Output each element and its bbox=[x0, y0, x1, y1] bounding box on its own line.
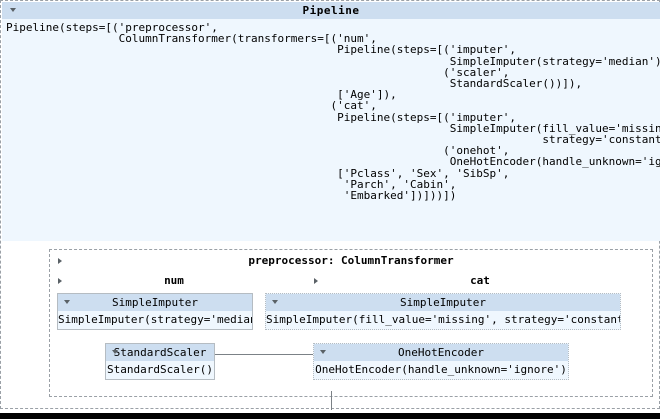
estimator-name: StandardScaler bbox=[113, 346, 207, 359]
pipeline-title: Pipeline bbox=[302, 4, 360, 17]
pipeline-repr-text: Pipeline(steps=[('preprocessor', ColumnT… bbox=[2, 19, 660, 241]
estimator-repr: OneHotEncoder(handle_unknown='ignore') bbox=[314, 361, 568, 378]
pipeline-header[interactable]: Pipeline bbox=[2, 2, 660, 19]
caret-down-icon[interactable] bbox=[272, 300, 278, 304]
caret-down-icon[interactable] bbox=[320, 350, 326, 354]
estimator-card-header[interactable]: SimpleImputer bbox=[58, 294, 252, 311]
estimator-card-num-scaler[interactable]: StandardScaler StandardScaler() bbox=[105, 343, 215, 380]
estimator-repr: StandardScaler() bbox=[106, 361, 214, 378]
estimator-card-cat-onehot[interactable]: OneHotEncoder OneHotEncoder(handle_unkno… bbox=[313, 343, 569, 380]
caret-down-icon[interactable] bbox=[10, 8, 16, 12]
estimator-repr: SimpleImputer(fill_value='missing', stra… bbox=[266, 311, 620, 328]
connector-trunk bbox=[331, 391, 332, 410]
estimator-card-header[interactable]: StandardScaler bbox=[106, 344, 214, 361]
column-transformer-header[interactable]: preprocessor: ColumnTransformer bbox=[50, 254, 652, 267]
column-group-num[interactable]: num bbox=[52, 274, 296, 287]
caret-right-icon[interactable] bbox=[58, 278, 62, 284]
caret-down-icon[interactable] bbox=[112, 350, 118, 354]
estimator-card-header[interactable]: OneHotEncoder bbox=[314, 344, 568, 361]
caret-right-icon[interactable] bbox=[314, 278, 318, 284]
pipeline-outer-container: Pipeline Pipeline(steps=[('preprocessor'… bbox=[0, 0, 660, 410]
bottom-strip bbox=[0, 413, 660, 419]
estimator-card-num-imputer[interactable]: SimpleImputer SimpleImputer(strategy='me… bbox=[57, 293, 253, 330]
column-group-num-label: num bbox=[164, 274, 184, 287]
column-group-cat-label: cat bbox=[470, 274, 490, 287]
estimator-name: SimpleImputer bbox=[399, 296, 487, 309]
estimator-card-header[interactable]: SimpleImputer bbox=[266, 294, 620, 311]
estimator-name: OneHotEncoder bbox=[397, 346, 485, 359]
connector-branch-join bbox=[154, 354, 441, 355]
column-group-cat[interactable]: cat bbox=[308, 274, 652, 287]
estimator-repr: SimpleImputer(strategy='median') bbox=[58, 311, 252, 328]
caret-down-icon[interactable] bbox=[64, 300, 70, 304]
column-transformer-label: preprocessor: ColumnTransformer bbox=[248, 254, 454, 267]
caret-right-icon[interactable] bbox=[58, 258, 62, 264]
estimator-name: SimpleImputer bbox=[111, 296, 199, 309]
estimator-card-cat-imputer[interactable]: SimpleImputer SimpleImputer(fill_value='… bbox=[265, 293, 621, 330]
